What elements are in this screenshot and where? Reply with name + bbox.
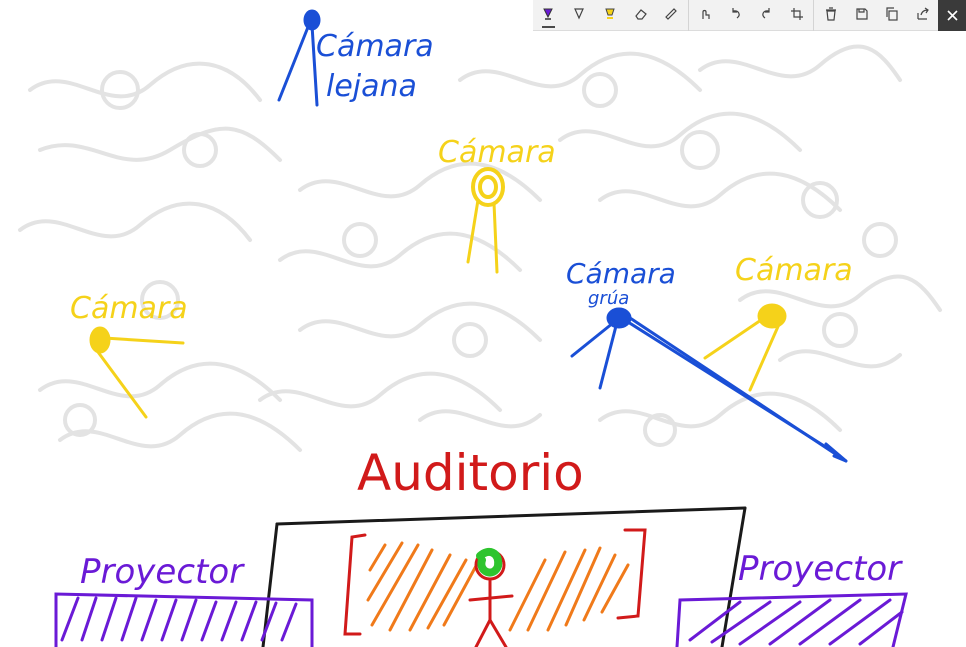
eraser-button[interactable] [625,0,656,31]
undo-button[interactable] [720,0,751,31]
pencil-icon [572,6,586,25]
close-icon [947,6,958,25]
redo-button[interactable] [751,0,782,31]
camara-left: Cámara [70,291,188,419]
label-camara-grua-1: Cámara [566,257,676,290]
presenter-figure [468,547,514,647]
highlighter-icon [603,6,617,25]
pencil-button[interactable] [564,0,595,31]
redo-icon [759,6,773,25]
camera-dot-top [471,167,505,207]
ink-toolbar [533,0,966,31]
toolbar-separator [687,0,689,31]
label-camara-grua-2: grúa [588,288,629,309]
label-camara-left: Cámara [70,291,188,326]
save-icon [855,6,869,25]
label-camara-lejana-1: Cámara [316,29,434,64]
crop-button[interactable] [782,0,813,31]
label-proyector-right: Proyector [738,549,903,589]
touch-writing-button[interactable] [690,0,721,31]
delete-icon [824,6,838,25]
toolbar-separator [813,0,815,31]
label-auditorio: Auditorio [357,444,584,502]
share-button[interactable] [908,0,939,31]
close-button[interactable] [938,0,966,31]
ballpoint-pen-icon [541,6,555,25]
share-icon [916,6,930,25]
label-proyector-left: Proyector [80,552,245,592]
stage-screen [343,528,647,636]
camera-dot-left [89,326,111,354]
touch-writing-icon [698,6,712,25]
camera-beam-lejana-1 [277,20,312,102]
ruler-button[interactable] [656,0,687,31]
proyector-left: Proyector [54,552,314,647]
background-scribbles [18,44,942,452]
camera-beam-lejana-2 [310,23,319,107]
camara-top: Cámara [438,135,556,274]
crop-icon [790,6,804,25]
camera-dot-right [757,303,787,329]
save-button[interactable] [846,0,877,31]
camara-grua: Cámara grúa [566,257,848,463]
stage [261,506,747,647]
label-camara-lejana-2: lejana [326,69,417,104]
ruler-icon [664,6,678,25]
delete-button[interactable] [815,0,846,31]
copy-icon [885,6,899,25]
camara-lejana: Cámara lejana [277,9,434,107]
ballpoint-pen-button[interactable] [533,0,564,31]
highlighter-button[interactable] [594,0,625,31]
camara-right: Cámara [703,253,853,392]
label-camara-top: Cámara [438,135,556,170]
eraser-icon [634,6,648,25]
undo-icon [729,6,743,25]
copy-button[interactable] [877,0,908,31]
proyector-right: Proyector [675,549,908,647]
label-camara-right: Cámara [735,253,853,288]
